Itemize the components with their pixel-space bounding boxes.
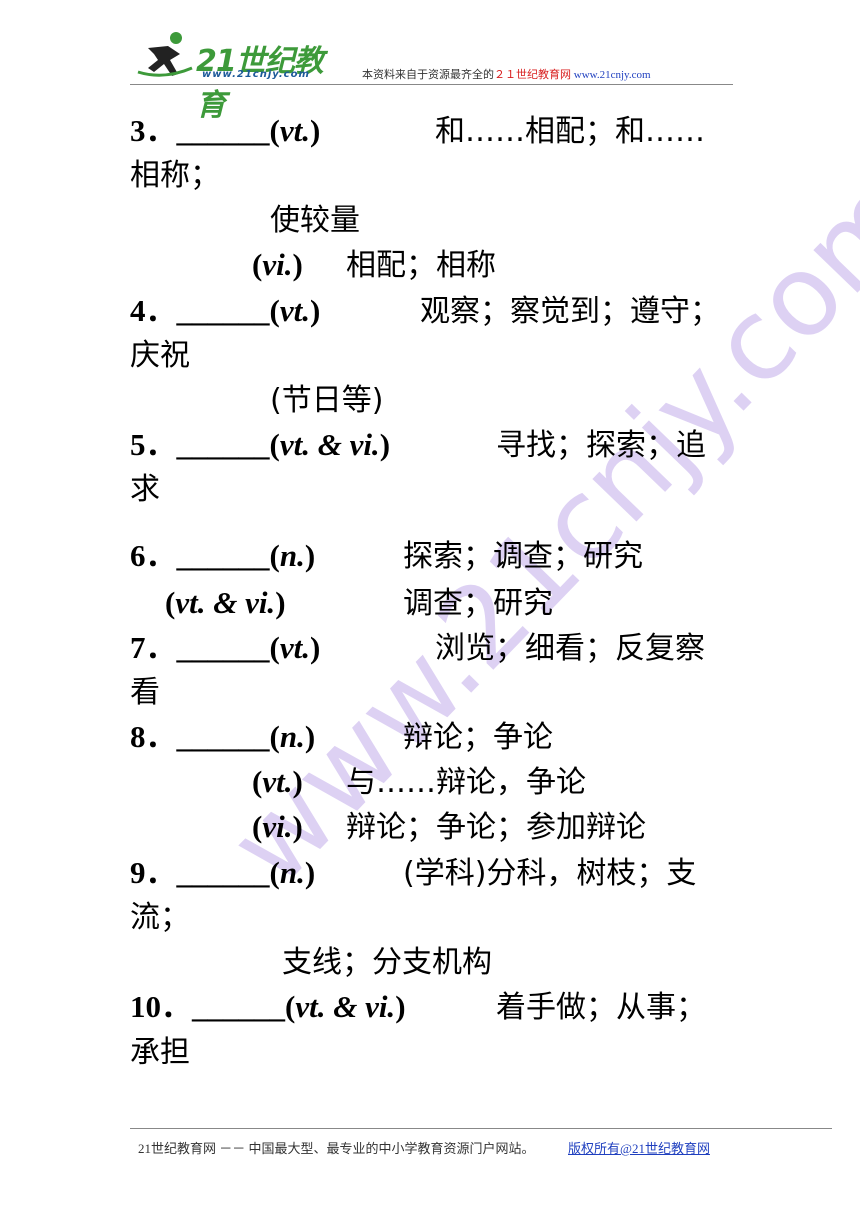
definition-cont: 使较量: [270, 203, 360, 238]
answer-blank: ______: [176, 538, 270, 573]
footer-copyright-link[interactable]: 版权所有@21世纪教育网: [568, 1141, 710, 1156]
header-divider: [130, 84, 733, 85]
part-of-speech: vt. & vi.: [279, 427, 380, 462]
definition-cont: 流；: [130, 900, 190, 935]
answer-blank: ______: [176, 719, 270, 754]
definition-cont: 支线；分支机构: [282, 945, 492, 980]
entry-number: 4．: [130, 293, 177, 328]
definition: 寻找；探索；追: [496, 428, 706, 463]
definition: 相配；相称: [346, 248, 496, 283]
part-of-speech: vt. & vi.: [175, 585, 276, 620]
definition: 与……辩论，争论: [346, 765, 586, 800]
part-of-speech: n.: [279, 719, 305, 754]
entry-3-line: 3．______(vt.): [130, 113, 321, 148]
part-of-speech: vt.: [279, 113, 310, 148]
definition-cont: 看: [130, 675, 160, 710]
entry-number: 8．: [130, 719, 177, 754]
logo-text: 21世纪教育: [196, 44, 324, 123]
definition: 辩论；争论: [403, 720, 553, 755]
part-of-speech: vt. & vi.: [295, 989, 396, 1024]
definition-cont: 庆祝: [130, 338, 190, 373]
definition-cont: 相称；: [130, 158, 220, 193]
definition: 和……相配；和……: [435, 114, 705, 149]
definition-cont: (节日等): [270, 383, 384, 418]
definition: (学科)分科，树枝；支: [403, 856, 697, 891]
entry-8-line: 8．______(n.): [130, 719, 316, 754]
part-of-speech: vi.: [262, 809, 293, 844]
header-note: 本资料来自于资源最齐全的２１世纪教育网 www.21cnjy.com: [362, 66, 651, 82]
definition: 观察；察觉到；遵守；: [420, 294, 720, 329]
entry-10-line: 10．______(vt. & vi.): [130, 989, 406, 1024]
header-note-prefix: 本资料来自于资源最齐全的: [362, 69, 494, 81]
part-of-speech: vt.: [279, 630, 310, 665]
entry-9-line: 9．______(n.): [130, 855, 316, 890]
answer-blank: ______: [176, 113, 270, 148]
entry-8-sub: (vi.): [252, 809, 303, 844]
answer-blank: ______: [192, 989, 285, 1024]
part-of-speech: vi.: [262, 247, 293, 282]
answer-blank: ______: [176, 293, 270, 328]
entry-7-line: 7．______(vt.): [130, 630, 321, 665]
entry-number: 9．: [130, 855, 177, 890]
definition-cont: 承担: [130, 1035, 190, 1070]
definition: 调查；研究: [403, 586, 553, 621]
answer-blank: ______: [176, 427, 270, 462]
definition: 辩论；争论；参加辩论: [346, 810, 646, 845]
definition: 浏览；细看；反复察: [435, 631, 705, 666]
page-footer: 21世纪教育网 －－ 中国最大型、最专业的中小学教育资源门户网站。 版权所有@2…: [138, 1138, 710, 1157]
header-note-url[interactable]: www.21cnjy.com: [573, 69, 651, 81]
footer-text: 21世纪教育网 －－ 中国最大型、最专业的中小学教育资源门户网站。: [138, 1141, 535, 1156]
logo-url: www.21cnjy.com: [202, 69, 310, 80]
entry-3-sub: (vi.): [252, 247, 303, 282]
entry-number: 6．: [130, 538, 177, 573]
site-logo: 21世纪教育 www.21cnjy.com: [134, 28, 334, 123]
entry-5-line: 5．______(vt. & vi.): [130, 427, 391, 462]
part-of-speech: vt.: [262, 764, 293, 799]
part-of-speech: vt.: [279, 293, 310, 328]
definition: 着手做；从事；: [496, 990, 706, 1025]
entry-number: 7．: [130, 630, 177, 665]
entry-number: 10．: [130, 989, 192, 1024]
part-of-speech: n.: [279, 855, 305, 890]
definition: 探索；调查；研究: [403, 539, 643, 574]
part-of-speech: n.: [279, 538, 305, 573]
entry-6-line: 6．______(n.): [130, 538, 316, 573]
answer-blank: ______: [176, 855, 270, 890]
runner-logo-icon: [137, 32, 193, 77]
header-note-site[interactable]: ２１世纪教育网: [494, 69, 571, 81]
entry-number: 5．: [130, 427, 177, 462]
answer-blank: ______: [176, 630, 270, 665]
entry-number: 3．: [130, 113, 177, 148]
footer-divider: [130, 1128, 832, 1129]
page-header: 21世纪教育 www.21cnjy.com 本资料来自于资源最齐全的２１世纪教育…: [130, 26, 733, 123]
entry-4-line: 4．______(vt.): [130, 293, 321, 328]
definition-cont: 求: [130, 472, 160, 507]
entry-8-sub: (vt.): [252, 764, 303, 799]
entry-6-sub: (vt. & vi.): [165, 585, 286, 620]
